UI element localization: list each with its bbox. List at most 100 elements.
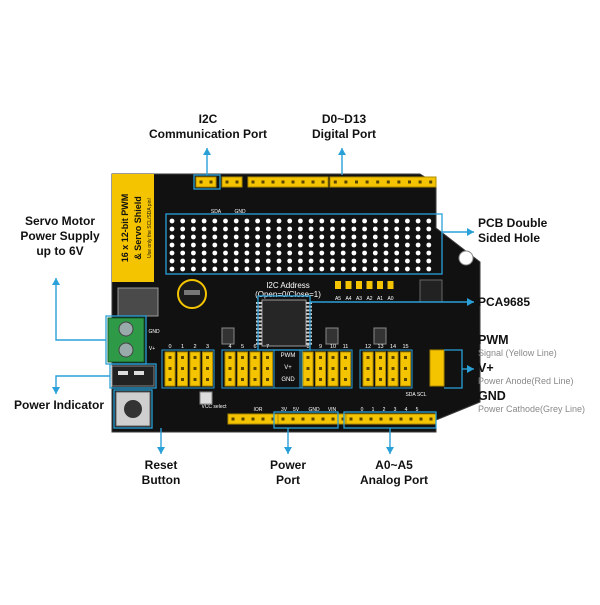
pcb-hole [223, 218, 228, 224]
chip-pin [306, 324, 312, 327]
pcb-hole [394, 250, 400, 256]
pcb-hole [255, 250, 260, 256]
header-pin [408, 180, 411, 184]
servo-channel-label: 6 [253, 344, 256, 350]
pcb-hole [319, 258, 325, 264]
pcb-hole [351, 226, 357, 232]
pcb-hole [287, 234, 293, 240]
header-pin [321, 180, 325, 184]
pcb-hole [319, 250, 325, 256]
servo-pin [404, 367, 407, 370]
header-pin [271, 417, 275, 421]
pcb-hole [426, 266, 432, 272]
pcb-hole [330, 234, 335, 240]
pcb-hole [308, 258, 314, 264]
servo-pin [181, 367, 184, 370]
chip-pin [256, 342, 262, 345]
pcb-hole [212, 218, 218, 224]
capacitor-mark [184, 290, 200, 295]
pcb-hole [330, 242, 335, 248]
header-pin [418, 180, 422, 184]
chip-pin [306, 309, 312, 312]
terminal-vplus-label: V+ [149, 346, 155, 352]
header-pin [271, 180, 275, 184]
power-port-callout-box [273, 411, 339, 429]
servo-pin [193, 356, 197, 359]
pcb-hole [287, 242, 293, 248]
i2c-header-2 [221, 176, 243, 188]
pcb-hole [244, 258, 250, 264]
servo-channel-label: 9 [319, 344, 322, 350]
pcb-hole [180, 266, 186, 272]
pcb-hole [308, 266, 314, 272]
pcb-hole [244, 266, 250, 272]
servo-pin [168, 367, 172, 370]
board-title-line1: 16 x 12-bit PWM [120, 194, 130, 263]
chip-pin [256, 309, 262, 312]
pcb-hole [244, 242, 250, 248]
servo-pin [228, 367, 232, 370]
pcb-hole [340, 242, 346, 248]
servo-pin [366, 356, 370, 359]
pcb-hole [191, 266, 196, 272]
header-pin [235, 180, 239, 184]
servo-pin [331, 378, 335, 381]
servo-group-box [161, 349, 215, 389]
analog-pin-label: 0 [361, 407, 364, 413]
servo-channel-label: 4 [228, 344, 231, 350]
pcb-hole [372, 218, 378, 224]
pcb-hole [265, 242, 271, 248]
servo-pin [391, 367, 395, 370]
screw [118, 321, 134, 337]
pcb-hole [308, 250, 314, 256]
pcb-hole [180, 226, 186, 232]
pcb-hole [265, 266, 271, 272]
address-pin-label: A4 [345, 296, 351, 302]
address-pad [345, 281, 352, 289]
analog-pin-label: 5 [416, 407, 419, 413]
servo-power-arrow-head [52, 278, 60, 285]
pcb-hole [212, 234, 218, 240]
pcb-hole [276, 234, 282, 240]
address-pad [377, 281, 383, 289]
pcb-hole [383, 266, 389, 272]
chip-pin [256, 324, 262, 327]
chip-pin [306, 313, 312, 316]
digital-arrow-head [338, 148, 346, 155]
power-indicator-arrow [55, 375, 110, 394]
header-pin [251, 417, 255, 421]
pcb-hole [255, 226, 260, 232]
pcb-hole [233, 226, 239, 232]
pcb-hole [405, 218, 410, 224]
servo-pin [404, 356, 407, 359]
header-pin [199, 180, 203, 184]
pcb-hole [394, 234, 400, 240]
power-led [118, 371, 128, 375]
pcb-hole [372, 242, 378, 248]
rail-label: PWM [281, 353, 296, 359]
power-indicator-arrow-head [52, 387, 60, 394]
pcb-hole [372, 266, 378, 272]
address-pin-label: A1 [377, 296, 383, 302]
pcb-hole [330, 226, 335, 232]
pcb-hole [255, 234, 260, 240]
icsp-header [419, 279, 443, 303]
servo-pin [306, 356, 310, 359]
header-pin [359, 417, 363, 421]
header-pin [349, 417, 353, 421]
header-pin [231, 417, 235, 421]
pcb-hole [319, 218, 325, 224]
pcb-hole [223, 242, 228, 248]
pcb-hole [233, 250, 239, 256]
pcb-hole [201, 234, 207, 240]
pcb-hole [362, 250, 367, 256]
scl-sda-label: SDA SCL [405, 392, 426, 398]
pcb-hole [265, 258, 271, 264]
resistor-array [325, 327, 339, 345]
address-pad [356, 281, 362, 289]
servo-channel-label: 13 [377, 344, 383, 350]
pcb-hole [330, 258, 335, 264]
header-pin [301, 180, 305, 184]
pcb-hole [298, 258, 303, 264]
pcb-hole [201, 226, 207, 232]
